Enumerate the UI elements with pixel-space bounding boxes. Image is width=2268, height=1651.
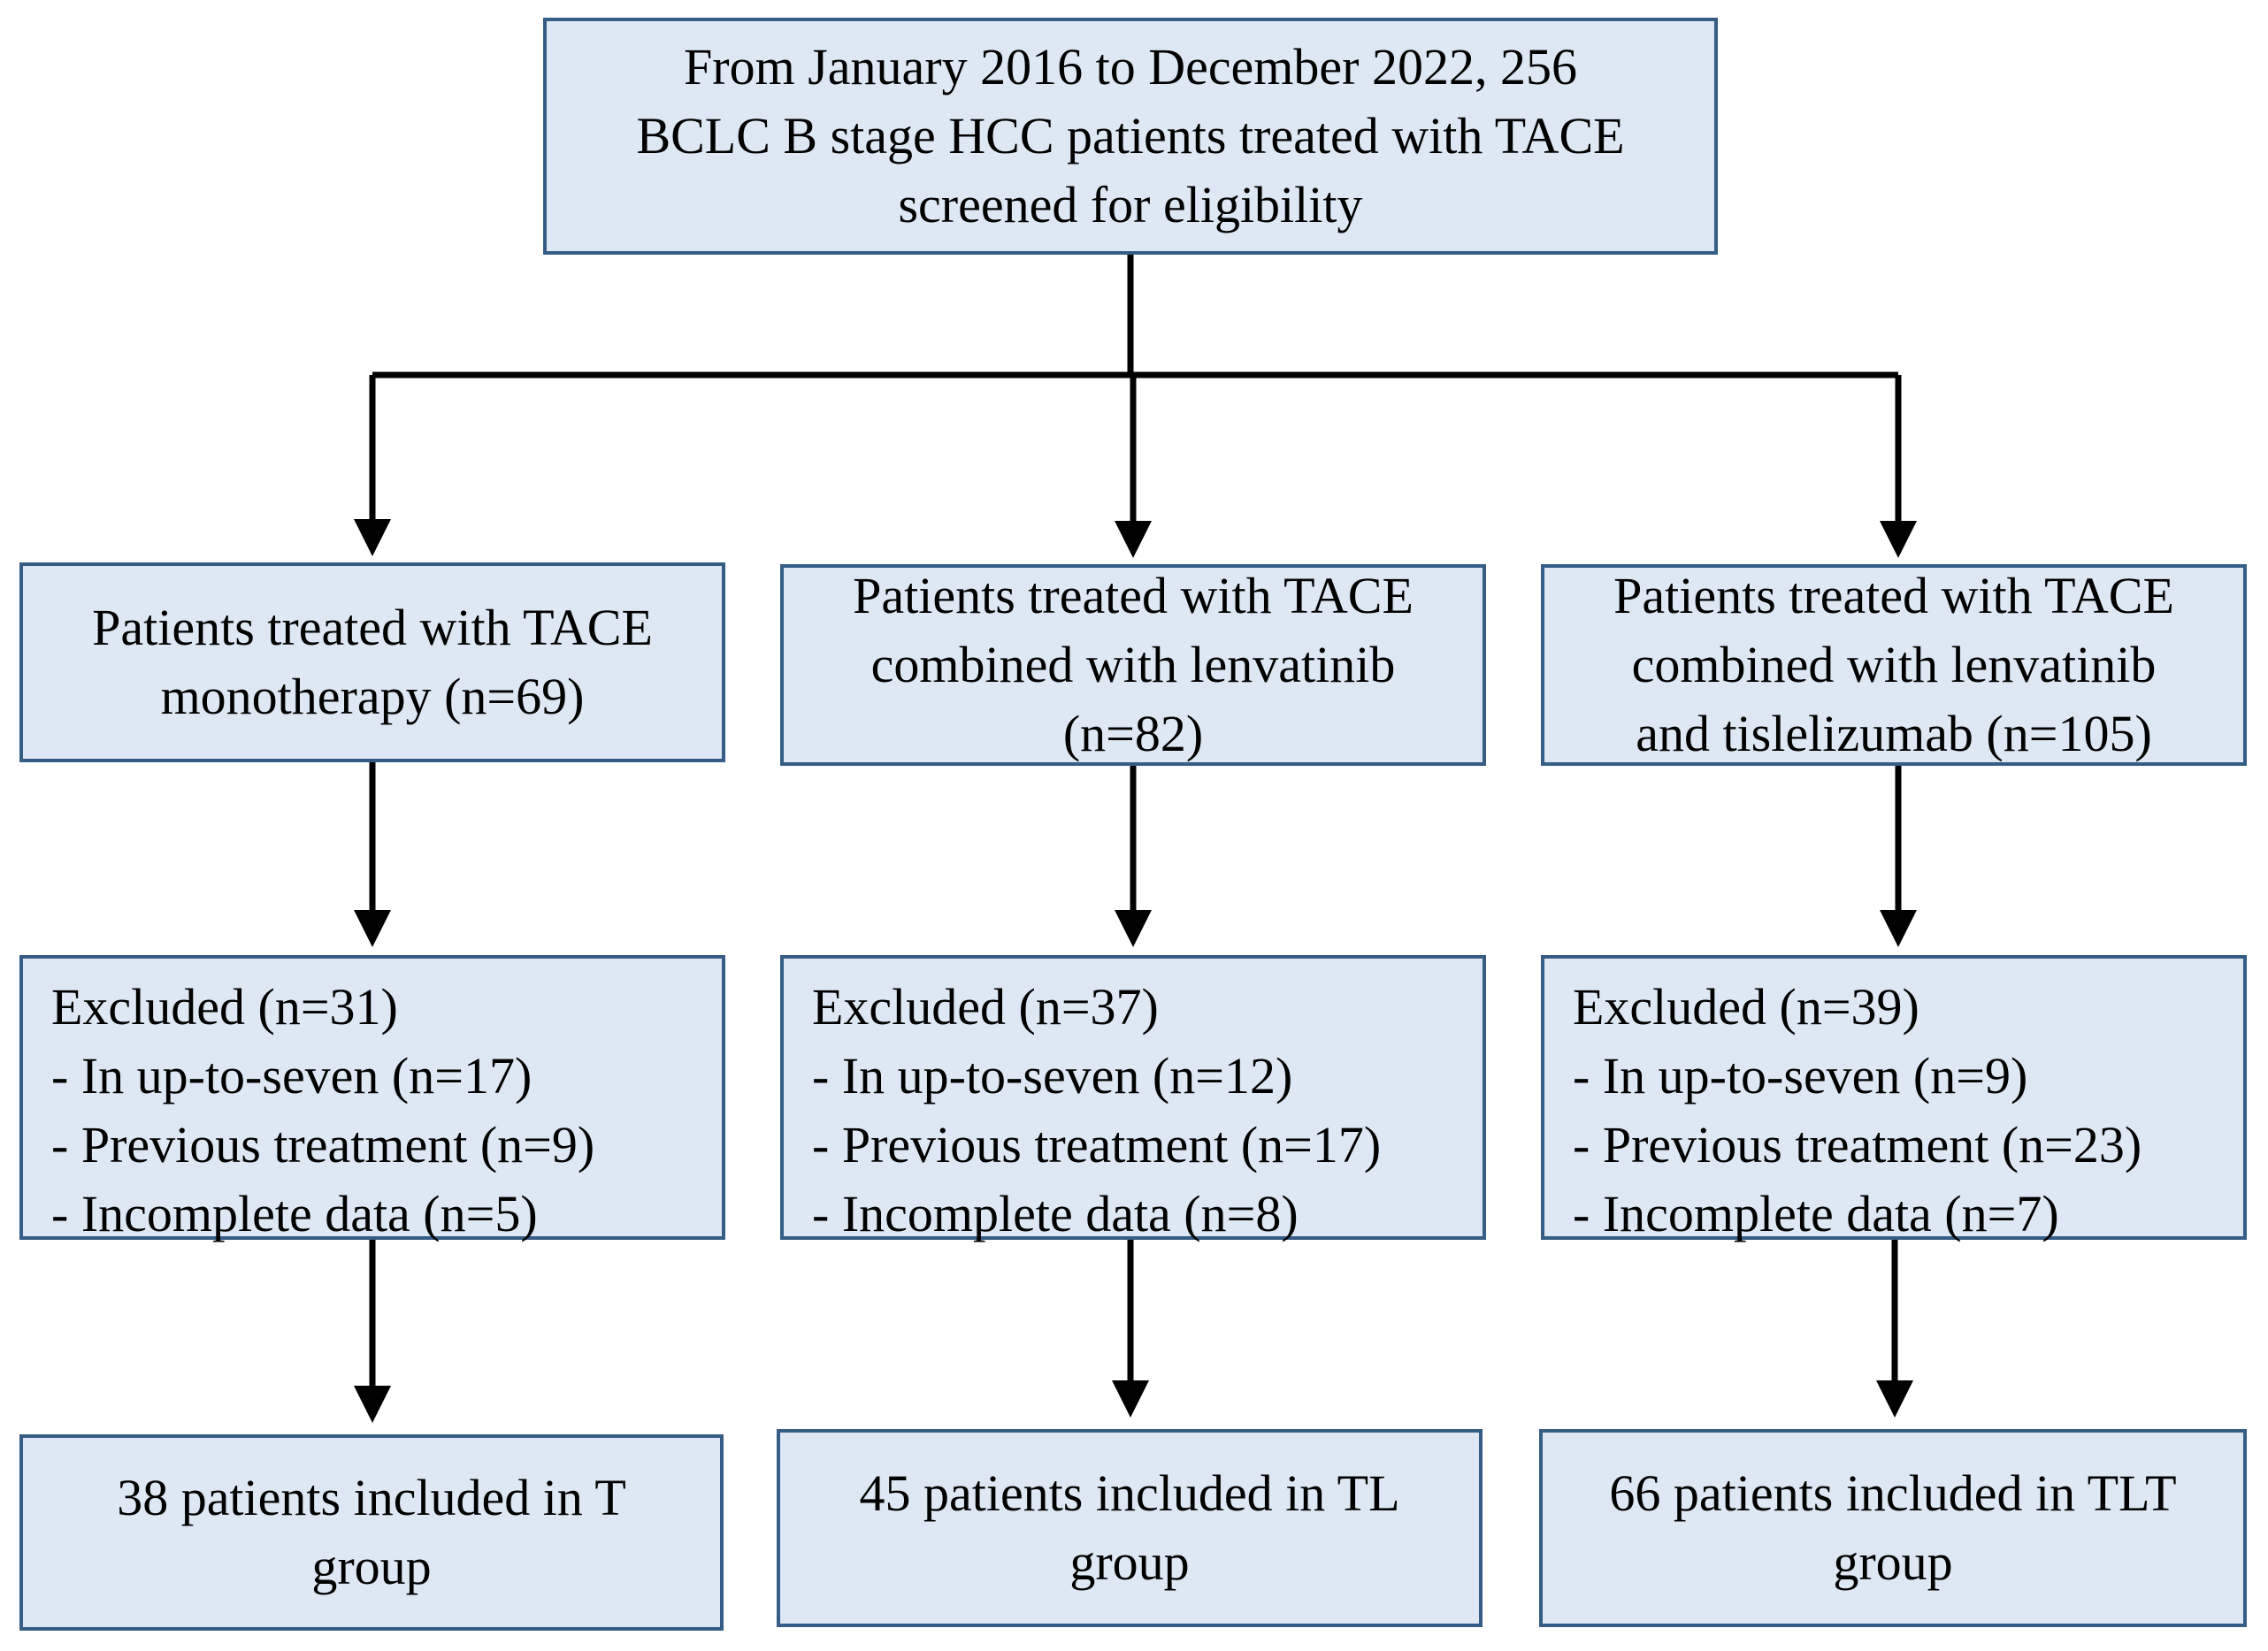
treated-line: and tislelizumab (n=105) bbox=[1636, 705, 2152, 762]
screening-line: From January 2016 to December 2022, 256 bbox=[684, 38, 1577, 96]
excluded-reason: - Incomplete data (n=7) bbox=[1573, 1185, 2059, 1242]
included-line: 38 patients included in T bbox=[117, 1469, 626, 1526]
treated-line: Patients treated with TACE bbox=[853, 567, 1414, 624]
treated-line: Patients treated with TACE bbox=[1613, 567, 2174, 624]
treated-line: combined with lenvatinib bbox=[1631, 636, 2157, 693]
included-line: group bbox=[1833, 1533, 1953, 1591]
arm-1-treated-box: Patients treated with TACE monotherapy (… bbox=[19, 562, 725, 762]
arm-3-treated-box: Patients treated with TACE combined with… bbox=[1541, 564, 2247, 766]
excluded-reason: - Incomplete data (n=8) bbox=[812, 1185, 1299, 1242]
treated-line: Patients treated with TACE bbox=[92, 599, 653, 656]
arm-3-included-box: 66 patients included in TLT group bbox=[1539, 1429, 2247, 1627]
arm-2-excluded-box: Excluded (n=37) - In up-to-seven (n=12) … bbox=[780, 955, 1486, 1242]
excluded-reason: - Previous treatment (n=17) bbox=[812, 1116, 1382, 1173]
screening-box: From January 2016 to December 2022, 256 … bbox=[543, 18, 1718, 255]
excluded-reason: - Previous treatment (n=23) bbox=[1573, 1116, 2142, 1173]
excluded-reason: - Incomplete data (n=5) bbox=[51, 1185, 538, 1242]
arm-2-included-box: 45 patients included in TL group bbox=[777, 1429, 1483, 1627]
screening-line: BCLC B stage HCC patients treated with T… bbox=[636, 107, 1625, 164]
included-line: 45 patients included in TL bbox=[859, 1464, 1400, 1522]
excluded-heading: Excluded (n=37) bbox=[812, 978, 1159, 1036]
excluded-reason: - In up-to-seven (n=12) bbox=[812, 1047, 1293, 1104]
excluded-heading: Excluded (n=31) bbox=[51, 978, 398, 1036]
arm-3-excluded-box: Excluded (n=39) - In up-to-seven (n=9) -… bbox=[1541, 955, 2247, 1242]
excluded-reason: - Previous treatment (n=9) bbox=[51, 1116, 595, 1173]
included-line: group bbox=[311, 1538, 432, 1595]
excluded-heading: Excluded (n=39) bbox=[1573, 978, 1919, 1036]
included-line: 66 patients included in TLT bbox=[1609, 1464, 2177, 1522]
screening-line: screened for eligibility bbox=[898, 176, 1363, 233]
arm-1-excluded-box: Excluded (n=31) - In up-to-seven (n=17) … bbox=[19, 955, 725, 1242]
treated-line: combined with lenvatinib bbox=[870, 636, 1396, 693]
excluded-reason: - In up-to-seven (n=9) bbox=[1573, 1047, 2028, 1104]
arm-1-included-box: 38 patients included in T group bbox=[19, 1434, 724, 1631]
treated-line: (n=82) bbox=[1062, 705, 1204, 762]
arm-2-treated-box: Patients treated with TACE combined with… bbox=[780, 564, 1486, 766]
treated-line: monotherapy (n=69) bbox=[160, 668, 585, 725]
excluded-reason: - In up-to-seven (n=17) bbox=[51, 1047, 533, 1104]
included-line: group bbox=[1069, 1533, 1190, 1591]
